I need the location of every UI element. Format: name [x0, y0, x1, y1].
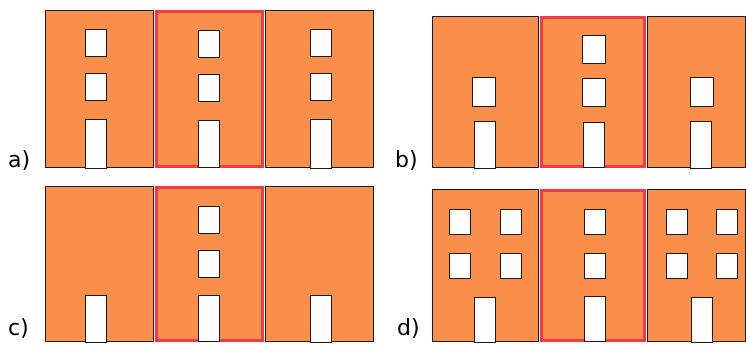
window — [449, 253, 471, 279]
door — [85, 295, 107, 343]
door — [690, 121, 712, 169]
door — [310, 295, 332, 343]
window — [500, 253, 522, 279]
building-center-highlighted — [540, 16, 646, 168]
building-center-highlighted — [155, 186, 264, 342]
window — [690, 77, 714, 107]
building-left — [45, 186, 154, 343]
building-right — [265, 186, 374, 343]
door — [198, 295, 220, 342]
door — [198, 120, 220, 168]
window — [584, 253, 606, 279]
window — [198, 206, 220, 234]
building-left — [432, 189, 539, 343]
window — [582, 78, 606, 107]
building-left — [432, 16, 539, 169]
building-left — [45, 10, 154, 169]
window — [198, 74, 220, 102]
panel-label: d) — [397, 316, 420, 341]
building-center-highlighted — [155, 10, 264, 168]
panel-label: c) — [8, 316, 29, 341]
window — [310, 29, 332, 57]
window — [500, 209, 522, 235]
window — [85, 73, 107, 101]
building-right — [265, 10, 374, 169]
building-right — [647, 189, 746, 343]
window — [198, 250, 220, 278]
window — [666, 209, 688, 235]
door — [474, 121, 496, 169]
door — [85, 119, 107, 169]
building-center-highlighted — [540, 189, 646, 342]
window — [716, 253, 738, 279]
window — [716, 209, 738, 235]
window — [449, 209, 471, 235]
window — [85, 29, 107, 57]
door — [310, 119, 332, 169]
door — [474, 297, 496, 343]
panel-label: a) — [8, 148, 31, 173]
building-right — [647, 16, 746, 169]
window — [584, 209, 606, 235]
window — [472, 77, 496, 107]
door — [583, 122, 605, 168]
panel-label: b) — [395, 148, 418, 173]
window — [310, 73, 332, 101]
window — [198, 30, 220, 58]
window — [582, 35, 606, 64]
door — [584, 296, 606, 342]
window — [666, 253, 688, 279]
door — [691, 297, 713, 343]
